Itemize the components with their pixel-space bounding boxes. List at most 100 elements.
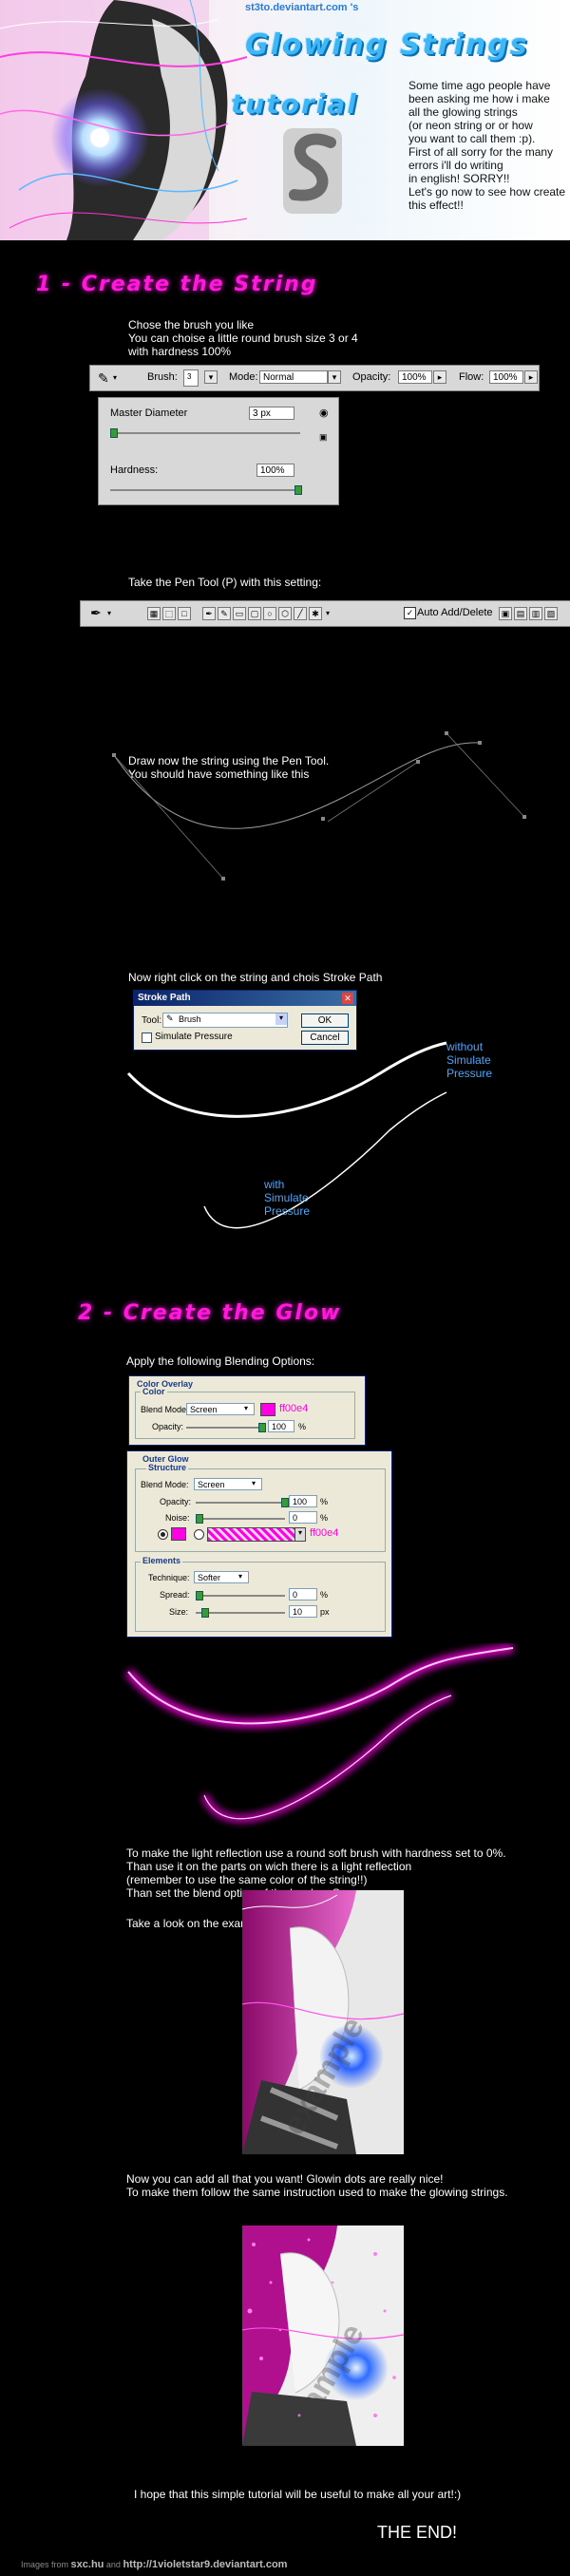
outer-glow-panel: Outer Glow Structure Blend Mode: Screen …: [126, 1450, 392, 1638]
chevron-down-icon[interactable]: ▾: [252, 1479, 256, 1487]
opacity-label: Opacity:: [152, 1422, 184, 1431]
add-path-icon[interactable]: ▣: [499, 607, 512, 620]
simulate-pressure-checkbox[interactable]: [142, 1032, 152, 1043]
dots-instructions: Now you can add all that you want! Glowi…: [126, 2172, 508, 2199]
chevron-down-icon[interactable]: ▾: [238, 1572, 243, 1581]
noise-unit: %: [320, 1513, 329, 1523]
blend-mode-label: Blend Mode:: [141, 1405, 189, 1414]
glow-opacity-knob[interactable]: [281, 1498, 289, 1507]
auto-add-checkbox[interactable]: ✓: [404, 607, 416, 619]
spread-slider[interactable]: [196, 1595, 285, 1597]
fill-pixels-icon[interactable]: □: [178, 607, 191, 620]
tool-select[interactable]: ✎ Brush ▾: [162, 1013, 288, 1028]
overlay-color-swatch[interactable]: [260, 1403, 276, 1416]
brush-tool-icon[interactable]: ✎: [98, 370, 109, 386]
diameter-slider-knob[interactable]: [110, 428, 118, 438]
cancel-button[interactable]: Cancel: [301, 1031, 349, 1045]
noise-field[interactable]: 0: [289, 1511, 317, 1524]
noise-knob[interactable]: [196, 1514, 203, 1524]
hardness-slider-knob[interactable]: [294, 485, 302, 495]
footer-and: and: [105, 2560, 121, 2569]
pen-instructions: Take the Pen Tool (P) with this setting:: [128, 576, 322, 589]
header-art: [0, 0, 342, 240]
footer-source[interactable]: sxc.hu: [70, 2559, 104, 2570]
paths-icon[interactable]: ⬚: [162, 607, 176, 620]
outer-glow-title: Outer Glow: [141, 1454, 191, 1464]
chevron-down-icon[interactable]: ▾: [244, 1404, 249, 1412]
technique-label: Technique:: [148, 1573, 190, 1582]
the-end-text: THE END!: [377, 2523, 458, 2542]
close-icon[interactable]: ✕: [342, 993, 353, 1004]
example-image-1-art: [242, 1890, 404, 2154]
flow-label: Flow:: [459, 371, 484, 383]
noise-slider[interactable]: [196, 1518, 285, 1520]
footer-link[interactable]: http://1violetstar9.deviantart.com: [123, 2559, 288, 2570]
freeform-pen-icon[interactable]: ✎: [218, 607, 231, 620]
reset-icon[interactable]: ▣: [319, 432, 328, 442]
opacity-slider-knob[interactable]: [258, 1423, 266, 1432]
chevron-down-icon[interactable]: ▾: [326, 609, 331, 617]
rectangle-icon[interactable]: ▭: [233, 607, 246, 620]
diameter-field[interactable]: 3 px: [249, 407, 294, 420]
ellipse-icon[interactable]: ○: [263, 607, 276, 620]
mode-dropdown-button[interactable]: ▾: [328, 370, 341, 384]
glow-opacity-field[interactable]: 100: [289, 1495, 317, 1507]
opacity-slider[interactable]: [186, 1427, 262, 1429]
opacity-slider-button[interactable]: ▸: [433, 370, 446, 384]
stroke-path-dialog: Stroke Path ✕ Tool: ✎ Brush ▾ Simulate P…: [133, 990, 357, 1051]
size-knob[interactable]: [201, 1608, 209, 1618]
elements-group: [135, 1562, 386, 1632]
draw-instructions: Draw now the string using the Pen Tool. …: [128, 754, 330, 781]
glow-color-swatch[interactable]: [171, 1527, 186, 1541]
blend-mode-select[interactable]: Screen: [186, 1403, 255, 1415]
gradient-radio[interactable]: [194, 1529, 204, 1540]
color-radio[interactable]: [158, 1529, 168, 1540]
size-field[interactable]: 10: [289, 1605, 317, 1618]
size-unit: px: [320, 1607, 330, 1617]
pen-tool-icon[interactable]: ✒: [90, 605, 102, 620]
spread-field[interactable]: 0: [289, 1588, 317, 1601]
technique-select[interactable]: Softer: [194, 1571, 249, 1583]
flow-slider-button[interactable]: ▸: [524, 370, 538, 384]
color-group-title: Color: [141, 1387, 167, 1396]
spread-knob[interactable]: [196, 1591, 203, 1601]
example-image-2-art: [242, 2226, 404, 2446]
page-subtitle: tutorial: [231, 88, 358, 120]
chevron-down-icon[interactable]: ▾: [276, 1013, 287, 1025]
glow-blend-select[interactable]: Screen: [194, 1478, 262, 1490]
rounded-rectangle-icon[interactable]: ▢: [248, 607, 261, 620]
glow-blend-label: Blend Mode:: [141, 1480, 189, 1489]
subtract-path-icon[interactable]: ▤: [514, 607, 527, 620]
chevron-down-icon[interactable]: ▾: [294, 1527, 306, 1542]
panel-arrow-icon[interactable]: ◉: [319, 407, 329, 419]
pen-icon[interactable]: ✒: [202, 607, 216, 620]
hardness-field[interactable]: 100%: [256, 464, 294, 477]
footer-prefix: Images from: [21, 2560, 69, 2569]
color-overlay-title: Color Overlay: [135, 1379, 196, 1389]
elements-title: Elements: [141, 1556, 183, 1565]
opacity-field[interactable]: 100: [268, 1420, 294, 1432]
brush-picker-button[interactable]: ▾: [204, 370, 218, 384]
size-slider[interactable]: [196, 1612, 285, 1614]
mode-select[interactable]: Normal: [259, 370, 328, 384]
polygon-icon[interactable]: ⬡: [278, 607, 292, 620]
hardness-slider[interactable]: [110, 489, 300, 491]
shape-layers-icon[interactable]: ▦: [147, 607, 161, 620]
chevron-down-icon[interactable]: ▾: [107, 609, 112, 617]
gradient-picker[interactable]: [207, 1527, 296, 1542]
brush-icon: ✎: [166, 1013, 174, 1023]
flow-field[interactable]: 100%: [489, 370, 523, 384]
diameter-slider[interactable]: [110, 432, 300, 434]
glow-opacity-slider[interactable]: [196, 1502, 285, 1504]
opacity-field[interactable]: 100%: [398, 370, 432, 384]
size-label: Size:: [169, 1607, 189, 1617]
intersect-path-icon[interactable]: ▥: [529, 607, 542, 620]
brush-instructions: Chose the brush you like You can choise …: [128, 318, 358, 358]
brush-size-preview[interactable]: 3: [183, 369, 199, 387]
line-icon[interactable]: ╱: [294, 607, 307, 620]
ok-button[interactable]: OK: [301, 1013, 349, 1028]
chevron-down-icon[interactable]: ▾: [113, 373, 118, 382]
exclude-path-icon[interactable]: ▧: [544, 607, 558, 620]
simulate-pressure-label: Simulate Pressure: [155, 1032, 233, 1042]
custom-shape-icon[interactable]: ✱: [309, 607, 322, 620]
